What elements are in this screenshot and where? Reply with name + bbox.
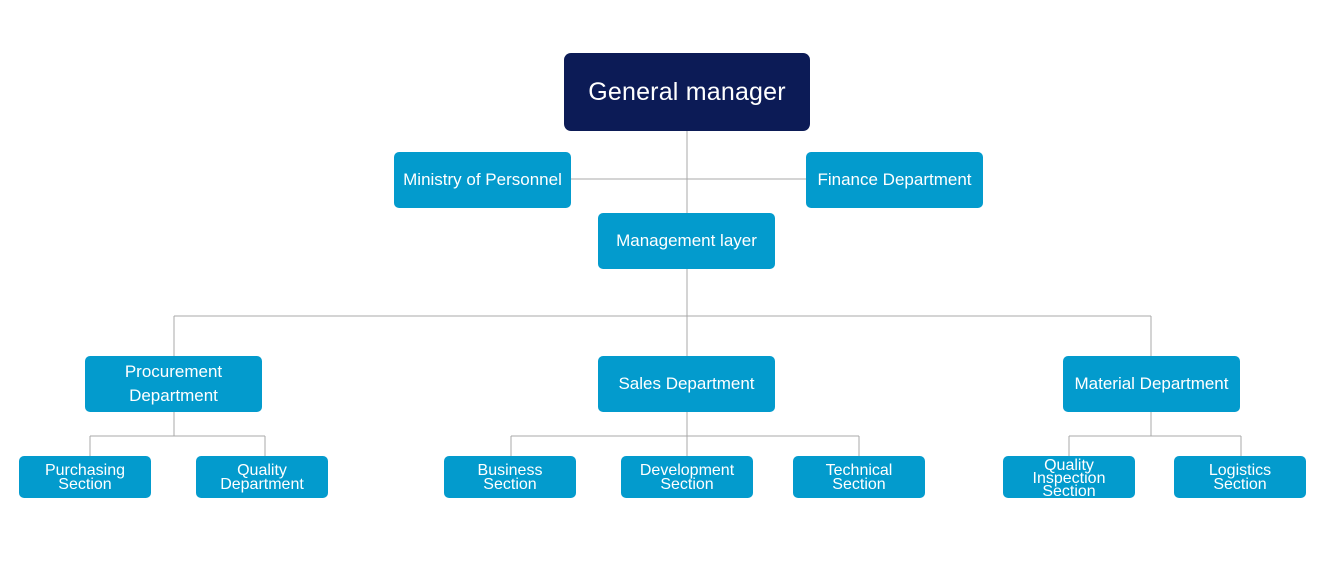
management-layer-box: Management layer — [598, 213, 775, 269]
sales-department-box: Sales Department — [598, 356, 775, 412]
general-manager-box: General manager — [564, 53, 810, 131]
purchasing-section-box: Purchasing Section — [19, 456, 151, 498]
ministry-of-personnel-box: Ministry of Personnel — [394, 152, 571, 208]
quality-inspection-section-box: Quality Inspection Section — [1003, 456, 1135, 498]
development-section-box: Development Section — [621, 456, 753, 498]
technical-section-box: Technical Section — [793, 456, 925, 498]
logistics-section-box: Logistics Section — [1174, 456, 1306, 498]
quality-department-box: Quality Department — [196, 456, 328, 498]
business-section-box: Business Section — [444, 456, 576, 498]
finance-department-box: Finance Department — [806, 152, 983, 208]
material-department-box: Material Department — [1063, 356, 1240, 412]
procurement-department-box: Procurement Department — [85, 356, 262, 412]
